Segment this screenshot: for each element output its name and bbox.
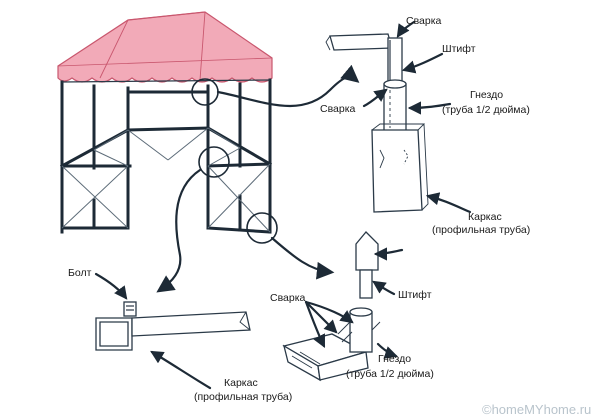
socket-bottom	[349, 311, 373, 353]
pin-bottom	[355, 231, 379, 271]
detail-circle-bottom	[246, 212, 278, 244]
label-frame-right-line2: (профильная труба)	[432, 224, 530, 236]
gazebo-frame	[59, 78, 273, 234]
label-socket-bottom-line2: (труба 1/2 дюйма)	[346, 368, 434, 380]
bolt	[123, 301, 137, 317]
detail-bottom-left	[94, 272, 251, 390]
socket-top	[383, 83, 407, 135]
gazebo-roof	[57, 11, 273, 83]
label-pin-top: Штифт	[442, 43, 476, 55]
label-frame-bottom-line2: (профильная труба)	[194, 391, 292, 403]
label-bolt: Болт	[68, 267, 92, 279]
gazebo-braces	[61, 79, 271, 233]
label-socket-top-line2: (труба 1/2 дюйма)	[442, 104, 530, 116]
label-pin-bottom: Штифт	[398, 289, 432, 301]
label-frame-bottom-line1: Каркас	[224, 377, 258, 389]
watermark: ©homeMYhome.ru	[482, 402, 591, 417]
detail-bottom-right	[282, 231, 404, 382]
callout-top	[216, 64, 360, 108]
label-weld-top: Сварка	[406, 15, 442, 27]
callout-arrows	[156, 64, 360, 293]
label-socket-bottom-line1: Гнездо	[378, 353, 411, 365]
label-weld-bottom: Сварка	[270, 292, 306, 304]
gazebo	[57, 11, 278, 244]
label-socket-top-line1: Гнездо	[470, 89, 503, 101]
detail-circle-middle	[198, 146, 230, 178]
detail-top-right	[325, 20, 472, 214]
frame-profile-top	[371, 129, 423, 213]
callout-bottom	[270, 236, 335, 280]
labels: Сварка Штифт Сварка Гнездо (труба 1/2 дю…	[68, 15, 530, 403]
label-frame-right-line1: Каркас	[468, 211, 502, 223]
callout-middle	[156, 168, 202, 293]
label-weld-mid: Сварка	[320, 103, 356, 115]
